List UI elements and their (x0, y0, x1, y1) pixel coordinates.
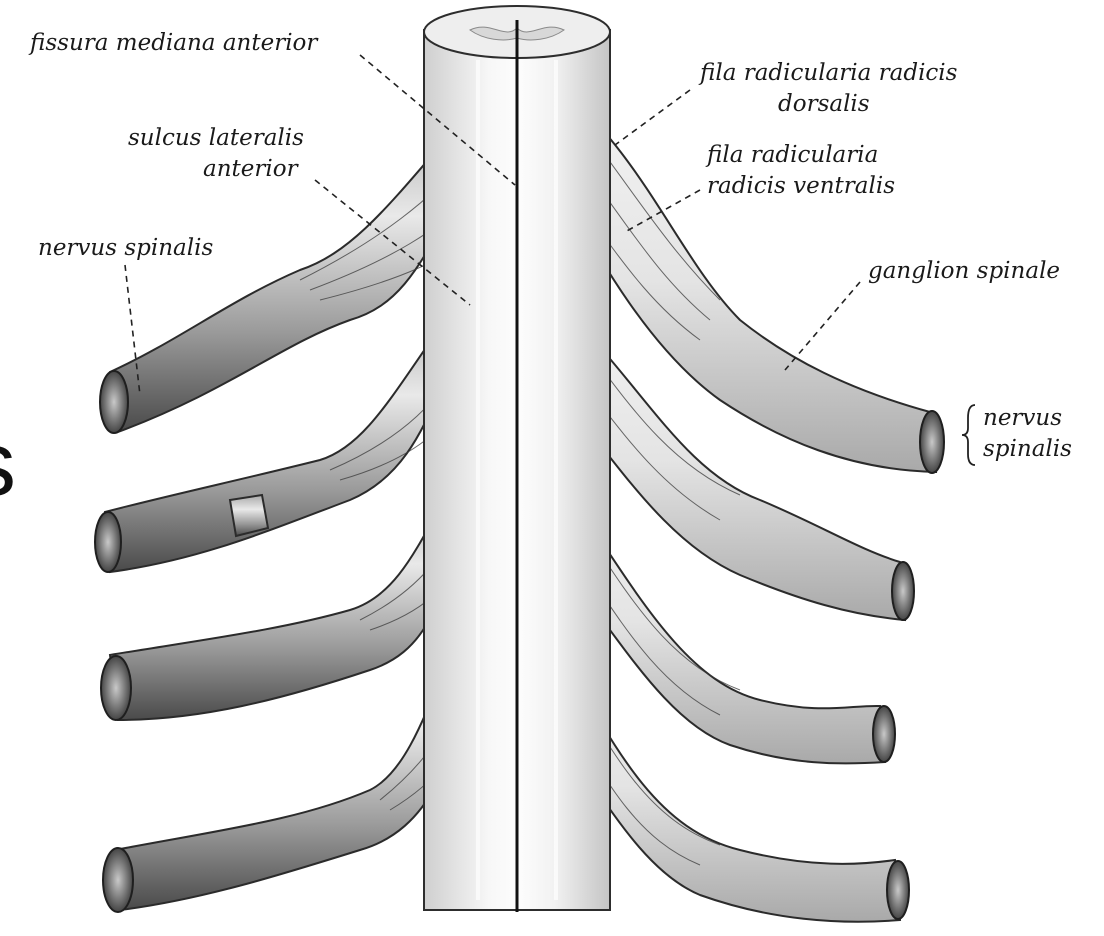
right-nerve-4-cut (887, 861, 909, 919)
right-nerve-1-cut (920, 411, 944, 473)
label-sulcus-lateralis-line2: anterior (203, 156, 300, 182)
label-nervus-spinalis-left: nervus spinalis (38, 235, 213, 261)
left-nerve-3-cut (101, 656, 131, 720)
edge-text-fragment: s (0, 413, 16, 515)
label-fila-ventralis-line2: radicis ventralis (707, 173, 895, 199)
leader-fila-dorsalis (615, 90, 690, 145)
leader-ganglion (785, 282, 860, 370)
left-nerve-1-cut (100, 371, 128, 433)
label-ganglion-spinale: ganglion spinale (868, 258, 1060, 284)
left-nerve-4-cut (103, 848, 133, 912)
label-fila-dorsalis-line1: fila radicularia radicis (698, 60, 958, 86)
spinal-cord (424, 6, 610, 912)
label-sulcus-lateralis-line1: sulcus lateralis (128, 125, 304, 151)
right-nerves (555, 90, 944, 922)
label-nervus-spinalis-right-line1: nervus (983, 405, 1062, 431)
label-fila-ventralis-line1: fila radicularia (705, 142, 878, 168)
left-nerve-2-stub (230, 495, 268, 536)
brace-nervus-right (962, 405, 975, 465)
right-nerve-3-cut (873, 706, 895, 762)
left-nerve-2-cut (95, 512, 121, 572)
label-nervus-spinalis-right-line2: spinalis (983, 436, 1072, 462)
label-fissura-mediana-anterior: fissura mediana anterior (28, 30, 319, 56)
label-fila-dorsalis-line2: dorsalis (778, 91, 870, 117)
right-nerve-2-cut (892, 562, 914, 620)
